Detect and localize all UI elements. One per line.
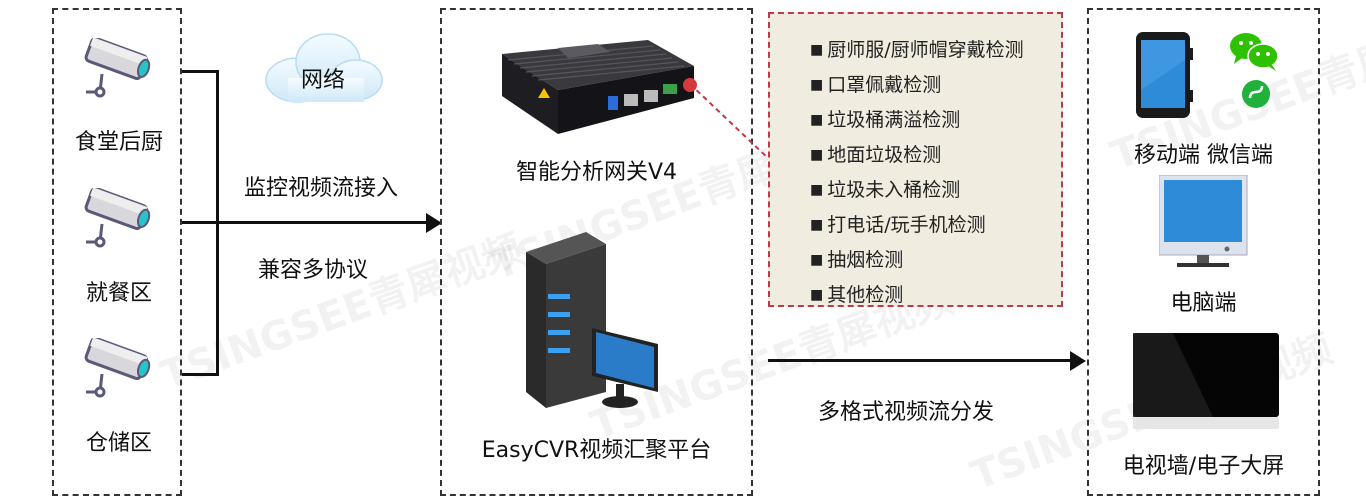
source-label-dining: 就餐区 — [85, 281, 152, 306]
gateway-device-icon — [502, 40, 694, 134]
callout-dashed-line — [690, 84, 771, 161]
arrow-head-icon — [1070, 351, 1086, 371]
cloud-icon — [265, 33, 383, 103]
wechat-icon — [1230, 33, 1279, 108]
pc-monitor-icon — [1159, 175, 1248, 267]
sources-group — [52, 8, 182, 496]
detection-item: 口罩佩戴检测 — [810, 69, 1024, 104]
detection-item: 打电话/玩手机检测 — [810, 209, 1024, 244]
clients-group — [1087, 8, 1320, 496]
detection-item: 其他检测 — [810, 279, 1024, 314]
stream-ingest-label: 监控视频流接入 — [244, 176, 399, 201]
gateway-label: 智能分析网关V4 — [515, 160, 678, 185]
ingest-arrow-line — [182, 221, 432, 224]
mobile-phone-icon — [1136, 32, 1193, 118]
cloud-label: 网络 — [300, 68, 345, 93]
cctv-camera-icon — [84, 188, 151, 248]
detection-panel: 厨师服/厨师帽穿戴检测 口罩佩戴检测 垃圾桶满溢检测 地面垃圾检测 垃圾未入桶检… — [768, 12, 1063, 307]
cctv-camera-icon — [84, 338, 151, 398]
distribution-arrow-line — [768, 359, 1072, 362]
cctv-camera-icon — [84, 38, 151, 98]
pc-label: 电脑端 — [1170, 291, 1237, 316]
detection-item: 垃圾桶满溢检测 — [810, 104, 1024, 139]
detection-item: 抽烟检测 — [810, 244, 1024, 279]
tv-label: 电视墙/电子大屏 — [1122, 454, 1285, 479]
detection-item: 厨师服/厨师帽穿戴检测 — [810, 34, 1023, 69]
distribution-label: 多格式视频流分发 — [818, 400, 995, 425]
detection-item: 地面垃圾检测 — [810, 139, 1024, 174]
arrow-head-icon — [426, 213, 442, 233]
detection-item: 垃圾未入桶检测 — [810, 174, 1024, 209]
platform-group — [440, 8, 753, 496]
protocol-label: 兼容多协议 — [258, 258, 369, 283]
server-icon — [526, 232, 658, 408]
tv-screen-icon — [1133, 333, 1279, 429]
source-label-kitchen: 食堂后厨 — [74, 130, 163, 155]
source-label-storage: 仓储区 — [85, 431, 152, 456]
server-label: EasyCVR视频汇聚平台 — [481, 438, 712, 463]
connector-line — [182, 373, 219, 376]
detection-list: 厨师服/厨师帽穿戴检测 口罩佩戴检测 垃圾桶满溢检测 地面垃圾检测 垃圾未入桶检… — [810, 34, 1024, 314]
mobile-wechat-label: 移动端 微信端 — [1134, 143, 1273, 168]
connector-line — [182, 70, 219, 73]
